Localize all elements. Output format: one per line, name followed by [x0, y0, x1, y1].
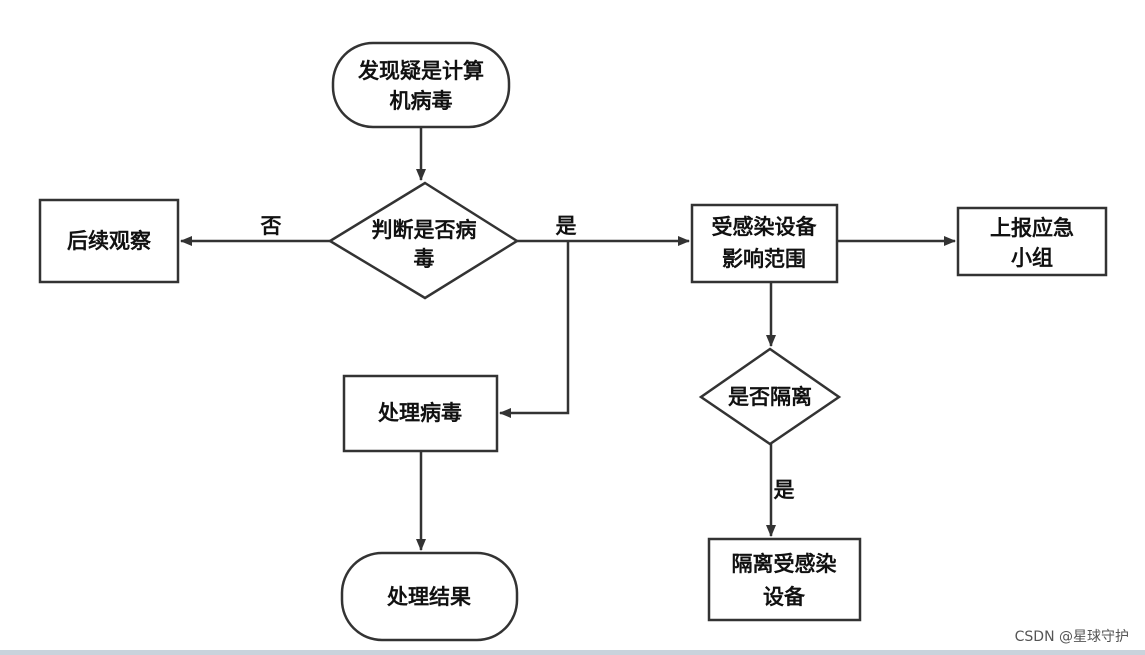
node-handle: 处理病毒 — [342, 374, 499, 453]
edge-label-isolate-yes: 是 — [774, 478, 795, 502]
node-isolate-decision: 是否隔离 — [698, 347, 842, 446]
node-scope: 受感染设备 影响范围 — [690, 203, 839, 284]
node-report-line-1: 上报应急 — [990, 216, 1074, 240]
bottom-scrollbar-strip — [0, 650, 1145, 655]
node-observe: 后续观察 — [38, 198, 180, 284]
node-start-line-2: 机病毒 — [390, 89, 453, 113]
edge-judge-to-handle — [499, 241, 570, 418]
node-report-line-2: 小组 — [1011, 246, 1053, 270]
node-scope-line-2: 影响范围 — [722, 247, 806, 271]
node-handle-label: 处理病毒 — [377, 401, 462, 425]
node-result-label: 处理结果 — [386, 585, 471, 609]
node-isolate-question-label: 是否隔离 — [728, 385, 812, 409]
node-scope-line-1: 受感染设备 — [712, 215, 818, 239]
edge-label-no: 否 — [261, 214, 282, 238]
node-isolate-line-1: 隔离受感染 — [732, 552, 837, 576]
watermark: CSDN @星球守护 — [1014, 629, 1129, 645]
node-judge-line-1: 判断是否病 — [372, 218, 477, 242]
node-isolate: 隔离受感染 设备 — [707, 537, 862, 622]
node-start-line-1: 发现疑是计算 — [357, 59, 484, 83]
node-observe-label: 后续观察 — [67, 229, 152, 253]
edges — [180, 127, 956, 551]
edge-label-yes: 是 — [556, 214, 577, 238]
node-result: 处理结果 — [340, 551, 519, 642]
node-start: 发现疑是计算 机病毒 — [331, 41, 511, 129]
node-judge-line-2: 毒 — [414, 247, 435, 271]
node-judge-decision: 判断是否病 毒 — [327, 181, 520, 300]
node-isolate-line-2: 设备 — [763, 585, 806, 609]
node-report: 上报应急 小组 — [956, 206, 1108, 277]
